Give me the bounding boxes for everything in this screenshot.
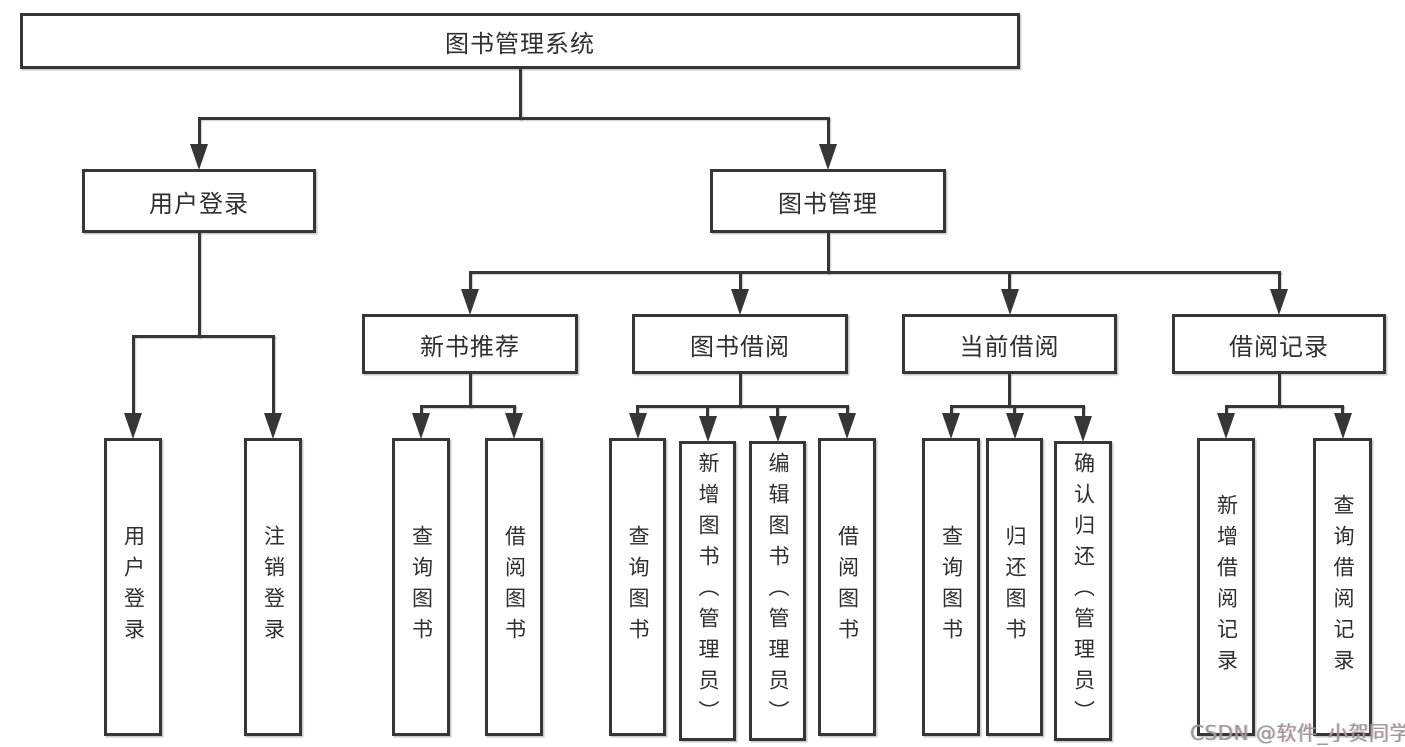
- diagram-node-current-borrow: 当前借阅: [902, 314, 1117, 374]
- connector-line: [1224, 406, 1228, 418]
- diagram-node-bb-add: 新增图书（管理员）: [679, 441, 736, 741]
- diagram-node-new-book: 新书推荐: [362, 314, 578, 374]
- connector-line: [776, 406, 779, 421]
- connector-arrowhead: [1333, 413, 1352, 439]
- csdn-watermark: CSDN @软件_小贺同学: [1190, 717, 1405, 746]
- diagram-node-br-add: 新增借阅记录: [1197, 438, 1255, 736]
- connector-arrowhead: [1270, 289, 1288, 315]
- connector-line: [1008, 272, 1011, 294]
- diagram-node-user-login: 用户登录: [82, 169, 316, 233]
- diagram-node-label: 图书借阅: [690, 332, 790, 361]
- connector-line: [197, 233, 201, 338]
- diagram-node-label: 图书管理: [778, 189, 878, 218]
- diagram-node-cb-query: 查询图书: [922, 438, 980, 736]
- watermark-text: CSDN @软件_小贺同学: [1190, 721, 1405, 745]
- connector-line: [197, 118, 201, 149]
- connector-line: [1008, 374, 1011, 408]
- diagram-node-cb-return: 归还图书: [986, 438, 1043, 736]
- diagram-node-root: 图书管理系统: [20, 13, 1020, 69]
- connector-line: [949, 406, 953, 418]
- connector-line: [738, 374, 742, 408]
- connector-arrowhead: [1074, 416, 1092, 442]
- diagram-node-label: 查询借阅记录: [1331, 494, 1355, 680]
- connector-arrowhead: [1000, 289, 1019, 315]
- diagram-node-label: 当前借阅: [959, 332, 1060, 361]
- connector-arrowhead: [698, 416, 717, 442]
- connector-arrowhead: [461, 289, 479, 315]
- diagram-node-label: 新书推荐: [420, 332, 520, 361]
- diagram-node-label: 注销登录: [261, 525, 286, 649]
- connector-arrowhead: [412, 413, 430, 439]
- diagram-node-bb-edit: 编辑图书（管理员）: [749, 441, 806, 741]
- diagram-node-cb-confirm: 确认归还（管理员）: [1054, 441, 1112, 741]
- connector-line: [949, 404, 1085, 408]
- connector-line: [636, 404, 849, 408]
- connector-line: [636, 406, 639, 418]
- diagram-node-book-mgmt: 图书管理: [710, 169, 946, 233]
- connector-arrowhead: [124, 413, 142, 439]
- diagram-node-borrow-record: 借阅记录: [1172, 314, 1386, 374]
- connector-arrowhead: [1005, 413, 1024, 439]
- connector-line: [1013, 406, 1016, 418]
- diagram-node-ul-logout: 注销登录: [244, 438, 302, 736]
- diagram-node-label: 借阅图书: [835, 525, 860, 649]
- connector-line: [826, 118, 830, 149]
- connector-line: [826, 233, 830, 274]
- diagram-node-nb-query: 查询图书: [392, 438, 450, 736]
- diagram-node-label: 查询图书: [626, 525, 650, 649]
- connector-line: [738, 272, 742, 294]
- diagram-node-label: 用户登录: [121, 525, 146, 649]
- diagram-node-bb-query: 查询图书: [609, 438, 666, 736]
- diagram-node-ul-login: 用户登录: [104, 438, 162, 736]
- connector-arrowhead: [628, 413, 647, 439]
- diagram-node-book-borrow: 图书借阅: [632, 314, 848, 374]
- diagram-node-label: 编辑图书（管理员）: [766, 451, 790, 731]
- connector-line: [845, 406, 849, 418]
- connector-line: [706, 406, 709, 421]
- connector-arrowhead: [819, 144, 837, 170]
- connector-line: [419, 404, 516, 408]
- connector-line: [1277, 374, 1281, 408]
- connector-line: [468, 270, 1281, 274]
- connector-line: [1341, 406, 1344, 418]
- connector-line: [518, 69, 522, 120]
- connector-arrowhead: [505, 413, 523, 439]
- connector-arrowhead: [731, 289, 749, 315]
- connector-line: [1277, 272, 1281, 294]
- diagram-node-label: 查询图书: [409, 525, 434, 649]
- diagram-node-label: 图书管理系统: [445, 29, 595, 58]
- connector-line: [197, 116, 830, 120]
- diagram-node-bb-borrow: 借阅图书: [818, 438, 876, 736]
- diagram-node-label: 借阅图书: [502, 525, 527, 649]
- connector-line: [468, 272, 472, 294]
- connector-arrowhead: [1217, 413, 1235, 439]
- connector-arrowhead: [838, 413, 856, 439]
- diagram-node-label: 新增图书（管理员）: [696, 451, 720, 731]
- connector-arrowhead: [190, 144, 208, 170]
- diagram-node-label: 确认归还（管理员）: [1071, 451, 1096, 731]
- connector-line: [512, 406, 516, 418]
- connector-line: [271, 336, 275, 418]
- diagram-node-label: 新增借阅记录: [1214, 494, 1239, 680]
- diagram-node-nb-borrow: 借阅图书: [485, 438, 543, 736]
- connector-line: [1224, 404, 1344, 408]
- diagram-node-label: 查询图书: [939, 525, 964, 649]
- connector-arrowhead: [264, 413, 282, 439]
- connector-arrowhead: [768, 416, 787, 442]
- diagram-node-label: 借阅记录: [1229, 332, 1329, 361]
- connector-arrowhead: [942, 413, 960, 439]
- connector-line: [468, 374, 472, 408]
- connector-line: [419, 406, 423, 418]
- connector-line: [131, 334, 275, 338]
- connector-line: [1081, 406, 1085, 421]
- diagram-node-label: 用户登录: [149, 189, 249, 218]
- diagram-node-br-query: 查询借阅记录: [1313, 438, 1372, 736]
- connector-line: [131, 336, 135, 418]
- diagram-node-label: 归还图书: [1003, 525, 1027, 649]
